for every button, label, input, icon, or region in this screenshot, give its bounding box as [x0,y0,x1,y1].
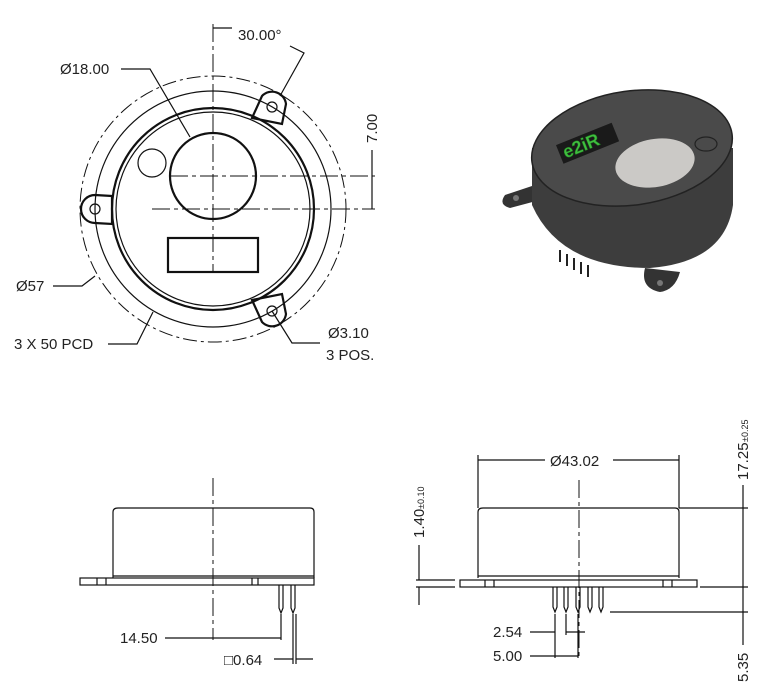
body-side-outline [477,507,680,578]
render-lug-bottom [644,268,680,292]
side-view-right: Ø43.02 17.25 ±0.25 5.35 1.40 ±0.10 2.54 … [411,420,752,682]
pins [552,587,604,614]
pcd-leader [108,311,154,345]
pin-length-label: 5.35 [735,653,752,682]
pin-pitch-label: 2.54 [493,624,522,641]
pin-size-label: □0.64 [224,652,262,669]
window-diameter-leader [121,68,191,138]
small-port [137,148,167,178]
angle-dimension-line [279,45,305,97]
body-diameter-label: Ø43.02 [550,453,599,470]
render-sensor-window [615,138,695,188]
flange [79,577,315,586]
hole-leader [271,310,320,344]
outer-diameter-leader [53,275,96,287]
height-tolerance: ±0.25 [740,420,750,442]
side-view-left: 14.50 □0.64 [79,478,315,669]
pin-span-label: 5.00 [493,648,522,665]
flange-tolerance: ±0.10 [416,487,426,509]
outer-diameter-label: Ø57 [16,278,44,295]
pcd-label: 3 X 50 PCD [14,336,93,353]
flange-thickness-label: 1.40 [411,509,428,538]
angle-label: 30.00° [238,27,282,44]
render-lug-left [502,185,540,208]
top-view: 30.00° Ø18.00 7.00 Ø57 3 X 50 PCD Ø3.10 … [14,24,381,364]
offset-label: 7.00 [364,114,381,143]
mounting-lug-bottom-right [250,292,288,328]
sensor-3d-render: e2iR [502,89,734,292]
mounting-lug-left [79,193,114,226]
mounting-lug-top-right [250,90,288,126]
render-small-port [694,136,718,152]
render-pins [559,250,589,277]
pins [278,585,296,615]
height-label: 17.25 [735,442,752,480]
pin-offset-label: 14.50 [120,630,158,647]
body-side-outline [112,507,315,578]
window-diameter-label: Ø18.00 [60,61,109,78]
hole-diameter-label: Ø3.10 [328,325,369,342]
hole-count-label: 3 POS. [326,347,374,364]
